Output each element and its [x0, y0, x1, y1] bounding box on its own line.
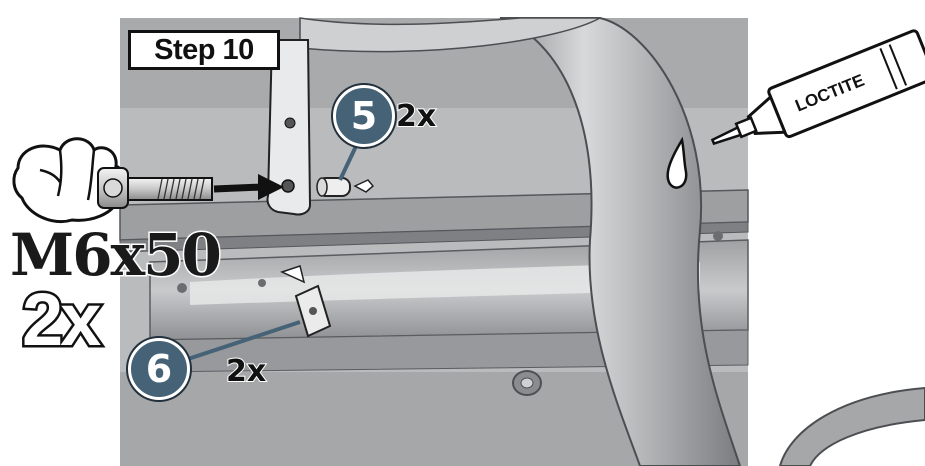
bolt-quantity-label: 2x: [19, 277, 103, 362]
rail-hole: [177, 283, 187, 293]
callout-part-6: 6: [128, 338, 190, 400]
spacer-end: [316, 177, 328, 197]
step-label: Step 10: [128, 30, 280, 70]
bolt-thread: [157, 178, 205, 200]
rail-hole: [713, 231, 723, 241]
base-hole-inner: [520, 377, 534, 389]
insertion-arrow-shaft: [213, 183, 263, 193]
loctite-tube-illustration: LOCTITE: [710, 29, 925, 146]
bolt-size-label: M6x50: [9, 221, 224, 289]
bracket-hole-upper: [284, 117, 296, 129]
curved-tube: [499, 17, 742, 466]
insertion-arrow-head: [258, 174, 284, 200]
nut-hole: [309, 307, 317, 315]
corner-tube-detail: [778, 386, 925, 466]
callout-part-5-quantity: 2x: [395, 98, 437, 135]
callout-part-5: 5: [333, 85, 395, 147]
nut-arrow: [279, 265, 306, 284]
bolt-head-socket: [103, 178, 123, 198]
callout-5-leader: [338, 141, 360, 181]
rail-hole: [258, 279, 266, 287]
bracket-hole-lower: [281, 179, 295, 193]
hand-finger-lines: [39, 149, 96, 201]
callout-part-6-quantity: 2x: [225, 353, 267, 390]
curved-tube-top: [299, 17, 601, 53]
callout-6-leader: [184, 320, 301, 362]
spacer-target-mark: [353, 179, 375, 193]
adhesive-drop: [666, 136, 688, 189]
